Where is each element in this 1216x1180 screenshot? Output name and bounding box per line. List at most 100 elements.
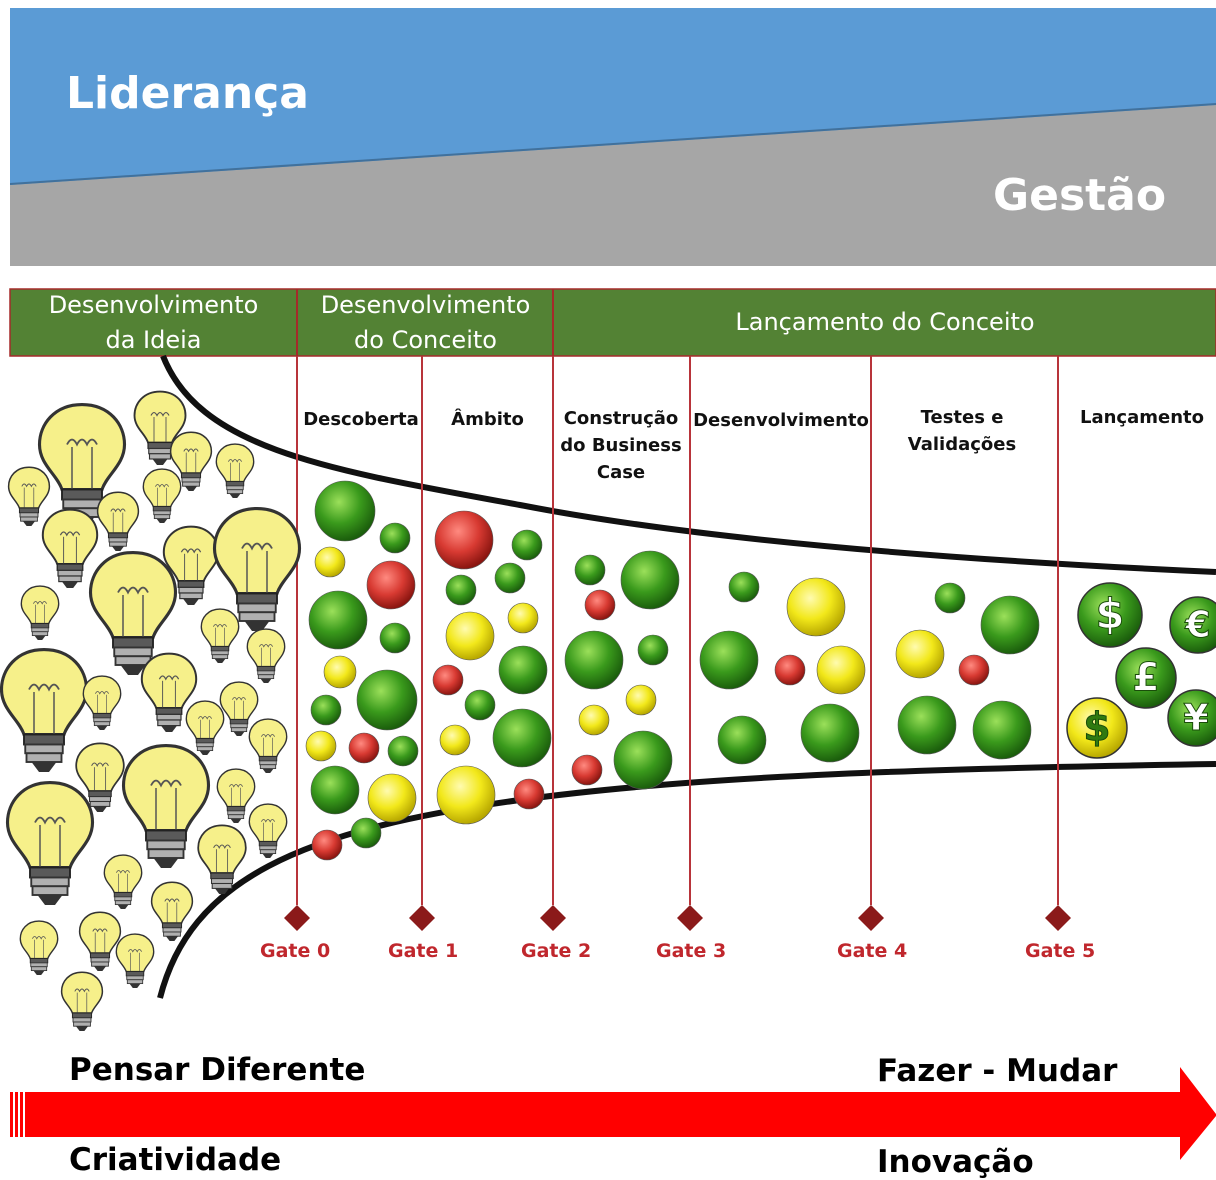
lightbulb-icon bbox=[150, 881, 194, 941]
lightbulb-icon bbox=[41, 508, 99, 588]
green-bubble bbox=[699, 630, 759, 690]
yellow-bubble bbox=[445, 611, 495, 661]
lightbulb-icon bbox=[5, 780, 95, 905]
funnel-bottom-curve bbox=[157, 761, 1216, 999]
green-bubble bbox=[494, 562, 526, 594]
green-bubble bbox=[897, 695, 957, 755]
gate-diamond bbox=[409, 905, 435, 931]
svg-text:£: £ bbox=[1132, 656, 1159, 701]
yellow-bubble bbox=[625, 684, 657, 716]
lightbulb-icon bbox=[216, 768, 256, 823]
lightbulb-icon bbox=[169, 431, 213, 491]
green-bubble bbox=[310, 694, 342, 726]
red-bubble bbox=[348, 732, 380, 764]
yellow-bubble bbox=[305, 730, 337, 762]
innovation-label: Inovação bbox=[877, 1144, 1034, 1180]
lightbulb-icon bbox=[88, 550, 178, 675]
lightbulb-icon bbox=[20, 585, 60, 640]
red-bubble bbox=[434, 510, 494, 570]
red-bubble bbox=[571, 754, 603, 786]
gate-diamond bbox=[540, 905, 566, 931]
green-bubble bbox=[620, 550, 680, 610]
phase-concept-launch: Lançamento do Conceito bbox=[735, 308, 1035, 336]
phase-concept-development: Desenvolvimento do Conceito bbox=[320, 290, 531, 354]
stage-development: Desenvolvimento bbox=[693, 410, 869, 431]
do-change-label: Fazer - Mudar bbox=[877, 1053, 1118, 1089]
gate-diamond bbox=[858, 905, 884, 931]
stage-scope: Âmbito bbox=[451, 409, 524, 430]
lightbulb-icon bbox=[121, 743, 211, 868]
leadership-label: Liderança bbox=[66, 68, 309, 119]
lightbulb-icon bbox=[162, 525, 220, 605]
currency-coin-icon: $ bbox=[1077, 582, 1143, 648]
stage-discovery: Descoberta bbox=[303, 409, 419, 430]
green-bubble bbox=[314, 480, 376, 542]
yellow-bubble bbox=[578, 704, 610, 736]
lightbulb-icon bbox=[7, 466, 51, 526]
yellow-bubble bbox=[439, 724, 471, 756]
green-bubble bbox=[613, 730, 673, 790]
green-bubble bbox=[310, 765, 360, 815]
gate-1-label: Gate 1 bbox=[388, 940, 459, 962]
green-bubble bbox=[800, 703, 860, 763]
leadership-management-band bbox=[10, 8, 1216, 266]
svg-text:$: $ bbox=[1083, 706, 1110, 751]
red-bubble bbox=[513, 778, 545, 810]
gate-4-label: Gate 4 bbox=[837, 940, 908, 962]
yellow-bubble bbox=[507, 602, 539, 634]
yellow-bubble bbox=[816, 645, 866, 695]
green-bubble bbox=[445, 574, 477, 606]
lightbulb-icon bbox=[200, 608, 240, 663]
funnel-top-curve bbox=[160, 354, 1216, 575]
green-bubble bbox=[728, 571, 760, 603]
green-bubble bbox=[379, 622, 411, 654]
green-bubble bbox=[350, 817, 382, 849]
green-bubble bbox=[511, 529, 543, 561]
yellow-bubble bbox=[895, 629, 945, 679]
stage-launch: Lançamento bbox=[1080, 407, 1204, 428]
creativity-label: Criatividade bbox=[69, 1142, 282, 1178]
lightbulb-icon bbox=[215, 443, 255, 498]
lightbulb-icon bbox=[115, 933, 155, 988]
gate-2-label: Gate 2 bbox=[521, 940, 592, 962]
lightbulb-icon bbox=[140, 652, 198, 732]
svg-text:€: € bbox=[1184, 603, 1210, 646]
red-bubble bbox=[774, 654, 806, 686]
lightbulb-icon bbox=[142, 468, 182, 523]
yellow-bubble bbox=[367, 773, 417, 823]
green-bubble bbox=[980, 595, 1040, 655]
gate-3-label: Gate 3 bbox=[656, 940, 727, 962]
gate-0-label: Gate 0 bbox=[260, 940, 331, 962]
lightbulb-icon bbox=[37, 402, 127, 527]
stage-tests-validations: Testes e Validações bbox=[907, 407, 1017, 455]
lightbulb-icon bbox=[0, 647, 89, 772]
green-bubble bbox=[387, 735, 419, 767]
red-bubble bbox=[432, 664, 464, 696]
lightbulb-icon bbox=[219, 681, 259, 736]
green-bubble bbox=[356, 669, 418, 731]
green-bubble bbox=[379, 522, 411, 554]
green-bubble bbox=[574, 554, 606, 586]
lightbulb-icon bbox=[246, 628, 286, 683]
lightbulb-icon bbox=[96, 491, 140, 551]
svg-text:$: $ bbox=[1096, 589, 1125, 638]
currency-coin-icon: £ bbox=[1115, 647, 1177, 709]
red-bubble bbox=[584, 589, 616, 621]
green-bubble bbox=[564, 630, 624, 690]
lightbulb-icon bbox=[248, 803, 288, 858]
gate-diamond bbox=[677, 905, 703, 931]
gate-diamond bbox=[284, 905, 310, 931]
lightbulb-icon bbox=[248, 718, 288, 773]
lightbulb-icon bbox=[197, 824, 247, 894]
lightbulb-icon bbox=[60, 971, 104, 1031]
phase-bar: Desenvolvimento da Ideia Desenvolvimento… bbox=[10, 289, 1216, 356]
lightbulb-icon bbox=[19, 920, 59, 975]
currency-coin-icon: € bbox=[1169, 596, 1216, 654]
yellow-bubble bbox=[436, 765, 496, 825]
lightbulb-icon bbox=[78, 911, 122, 971]
green-bubble bbox=[972, 700, 1032, 760]
green-bubble bbox=[308, 590, 368, 650]
think-different-label: Pensar Diferente bbox=[69, 1052, 366, 1088]
currency-coin-icon: ¥ bbox=[1167, 689, 1216, 747]
currency-coin-icon: $ bbox=[1066, 697, 1128, 759]
